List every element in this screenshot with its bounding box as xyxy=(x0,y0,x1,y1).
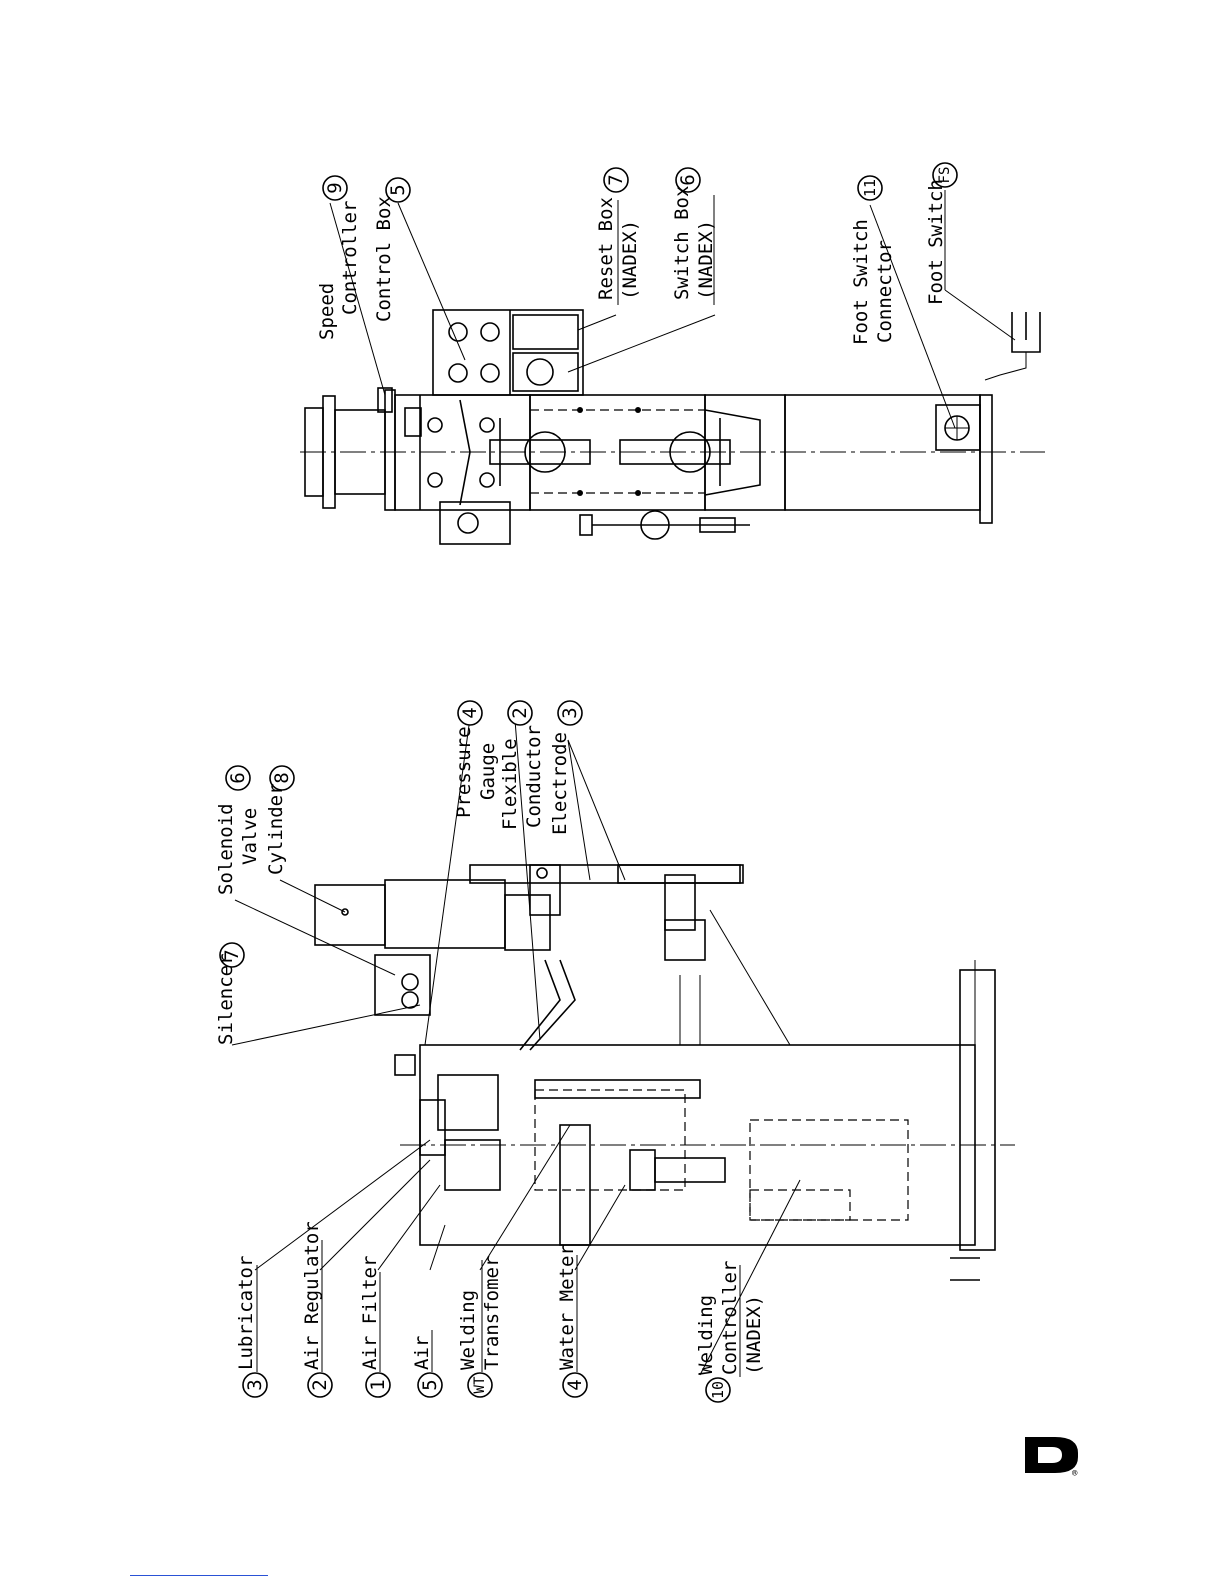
label-line: Air Filter xyxy=(359,1256,381,1370)
callout-num: 7 xyxy=(605,174,627,185)
label-line: Cylinder xyxy=(265,783,287,875)
callout-circle-1 xyxy=(365,1372,391,1398)
callout-circle-5 xyxy=(417,1372,443,1398)
callout-num: 10 xyxy=(709,1381,727,1399)
label-electrode: 3 Electrode xyxy=(549,700,583,835)
callout-num: 7 xyxy=(221,949,243,960)
label-line: Connector xyxy=(874,240,896,343)
label-line: Silencer xyxy=(215,953,237,1045)
label-silencer: 7 Silencer xyxy=(215,942,245,1045)
label-control-box: 5 Control Box xyxy=(373,177,411,322)
label-line: Water Meter xyxy=(556,1244,578,1370)
label-line: Welding xyxy=(457,1290,479,1370)
callout-circle-9 xyxy=(322,175,348,201)
front-view xyxy=(300,202,1045,545)
callout-circle-8 xyxy=(269,765,295,791)
label-switch-box: 6 Switch Box (NADEX) xyxy=(671,167,717,305)
side-top-labels: 7 Silencer 6 Solenoid Valve 8 Cylinder 4… xyxy=(215,700,583,1045)
side-bottom-labels: 3 Lubricator 2 Air Regulator 1 Air Filte… xyxy=(235,1221,765,1403)
callout-circle-7 xyxy=(603,167,629,193)
callout-circle-4 xyxy=(457,700,483,726)
callout-circle-6 xyxy=(675,167,701,193)
label-line: Lubricator xyxy=(235,1256,257,1370)
label-reset-box: 7 Reset Box (NADEX) xyxy=(595,167,641,305)
label-line: Electrode xyxy=(549,732,571,835)
label-line: Solenoid xyxy=(215,803,237,895)
label-line: Transfomer xyxy=(481,1256,503,1370)
callout-circle-5 xyxy=(385,177,411,203)
label-line: Welding xyxy=(695,1295,717,1375)
label-line: Air Regulator xyxy=(301,1221,323,1370)
label-line: Foot Switch xyxy=(850,219,872,345)
callout-circle-2 xyxy=(507,700,533,726)
callout-num: FS xyxy=(937,167,953,184)
callout-num: 3 xyxy=(559,707,581,718)
callout-circle-6 xyxy=(225,765,251,791)
label-welding-controller: 10 Welding Controller (NADEX) xyxy=(695,1261,765,1403)
callout-circle-wt xyxy=(467,1372,493,1398)
label-air-regulator: 2 Air Regulator xyxy=(301,1221,333,1398)
callout-circle-4 xyxy=(562,1372,588,1398)
callout-circle-fs xyxy=(932,162,958,188)
label-solenoid-valve: 6 Solenoid Valve xyxy=(215,765,261,895)
label-line: Controller xyxy=(339,201,361,315)
label-foot-switch: FS Foot Switch xyxy=(925,162,958,305)
side-view xyxy=(231,717,1015,1376)
callout-num: 2 xyxy=(309,1379,331,1390)
label-water-meter: 4 Water Meter xyxy=(556,1244,588,1398)
label-speed-controller: 9 Speed Controller xyxy=(316,175,361,340)
callout-circle-3 xyxy=(242,1372,268,1398)
callout-num: 2 xyxy=(509,707,531,718)
front-labels: 9 Speed Controller 5 Control Box 7 Reset… xyxy=(316,162,958,345)
callout-num: 3 xyxy=(244,1379,266,1390)
callout-num: WT xyxy=(472,1376,488,1393)
label-line: (NADEX) xyxy=(695,220,717,300)
callout-num: 8 xyxy=(271,772,293,783)
label-lubricator: 3 Lubricator xyxy=(235,1256,268,1398)
callout-circle-10 xyxy=(705,1377,731,1403)
label-welding-transformer: WT Welding Transfomer xyxy=(457,1256,503,1398)
callout-circle-2 xyxy=(307,1372,333,1398)
label-line: Conductor xyxy=(523,725,545,828)
callout-num: 9 xyxy=(324,182,346,193)
label-line: Controller xyxy=(719,1261,741,1375)
label-line: (NADEX) xyxy=(619,220,641,300)
callout-num: 6 xyxy=(677,174,699,185)
callout-num: 4 xyxy=(564,1379,586,1390)
callout-num: 5 xyxy=(387,184,409,195)
label-line: Valve xyxy=(239,808,261,865)
label-foot-switch-connector: 11 Foot Switch Connector xyxy=(850,175,896,345)
callout-num: 11 xyxy=(861,179,879,197)
label-line: Control Box xyxy=(373,196,395,322)
label-cylinder: 8 Cylinder xyxy=(265,765,295,875)
callout-circle-11 xyxy=(857,175,883,201)
label-line: Reset Box xyxy=(595,197,617,300)
label-flexible-conductor: 2 Flexible Conductor xyxy=(499,700,545,830)
callout-num: 4 xyxy=(459,707,481,718)
label-air: 5 Air xyxy=(411,1330,443,1398)
label-line: Flexible xyxy=(499,738,521,830)
label-line: Gauge xyxy=(477,743,499,800)
callout-num: 5 xyxy=(419,1379,441,1390)
callout-circle-3 xyxy=(557,700,583,726)
label-line: Air xyxy=(411,1336,433,1370)
callout-num: 6 xyxy=(227,772,249,783)
callout-circle-7 xyxy=(219,942,245,968)
label-line: Foot Switch xyxy=(925,179,947,305)
registered-mark: ® xyxy=(1072,1469,1078,1479)
label-line: Speed xyxy=(316,283,338,340)
label-air-filter: 1 Air Filter xyxy=(359,1256,391,1398)
label-line: (NADEX) xyxy=(743,1295,765,1375)
logo-d-shape xyxy=(1025,1437,1078,1473)
brand-logo: ® xyxy=(1025,1437,1078,1479)
label-pressure-gauge: 4 Pressure Gauge xyxy=(453,700,499,818)
label-line: Switch Box xyxy=(671,186,693,300)
footer-rule xyxy=(130,1575,268,1576)
callout-num: 1 xyxy=(367,1379,389,1390)
label-line: Pressure xyxy=(453,726,475,818)
